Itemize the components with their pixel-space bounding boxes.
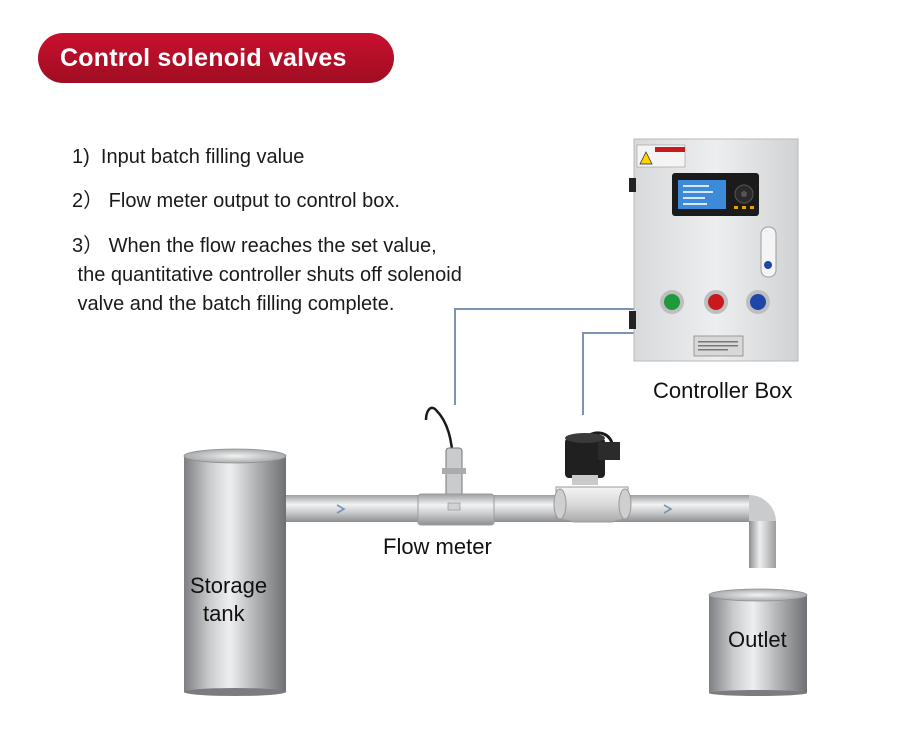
step-2: 2） Flow meter output to control box. bbox=[72, 190, 400, 212]
step-3-line-3: valve and the batch filling complete. bbox=[72, 293, 395, 315]
storage-tank bbox=[183, 448, 287, 696]
storage-tank-label-line-2: tank bbox=[203, 601, 245, 626]
section-title: Control solenoid valves bbox=[38, 33, 394, 83]
solenoid-valve bbox=[553, 431, 632, 523]
flow-arrow-icon bbox=[336, 504, 673, 514]
storage-tank-label-line-1: Storage bbox=[190, 573, 268, 598]
step-3-line-2: the quantitative controller shuts off so… bbox=[72, 264, 462, 286]
signal-wires bbox=[454, 308, 636, 415]
flow-meter-label: Flow meter bbox=[383, 534, 492, 559]
outlet-label: Outlet bbox=[728, 627, 787, 652]
flow-meter bbox=[417, 406, 495, 526]
red-button-icon bbox=[704, 290, 728, 314]
step-1: 1) Input batch filling value bbox=[72, 146, 305, 168]
controller-box bbox=[629, 138, 799, 362]
outlet-tank bbox=[708, 588, 808, 696]
green-button-icon bbox=[660, 290, 684, 314]
pipe bbox=[286, 495, 776, 568]
controller-box-label: Controller Box bbox=[653, 378, 793, 403]
step-3-line-1: 3） When the flow reaches the set value, bbox=[72, 235, 437, 257]
blue-button-icon bbox=[746, 290, 770, 314]
